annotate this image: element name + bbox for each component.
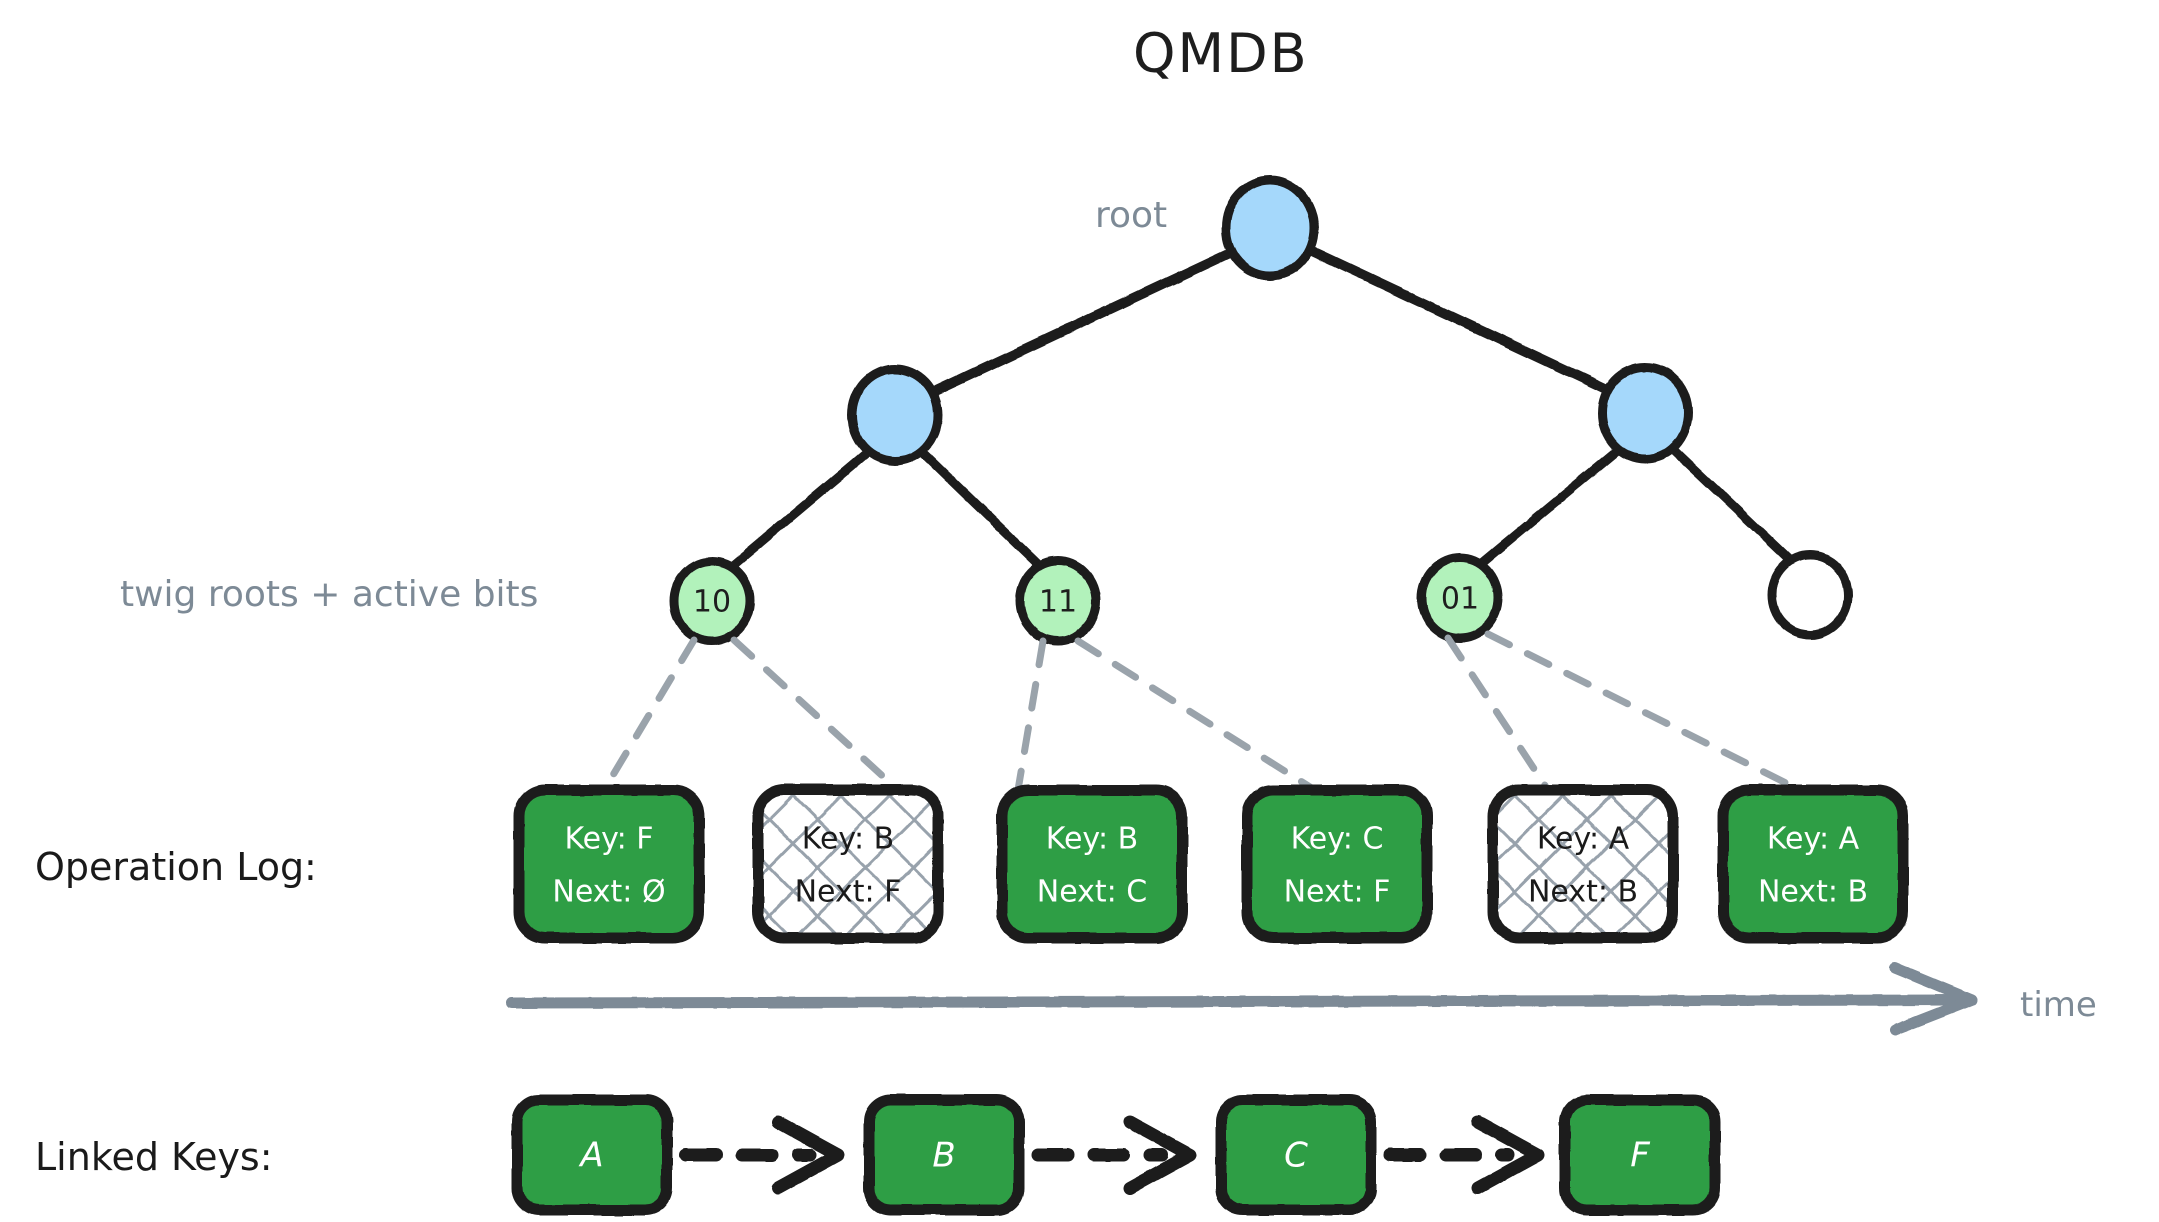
operation-log-label: Operation Log: [35, 845, 317, 889]
entry-3-box [1241, 784, 1433, 944]
linked-keys-row: A B C [511, 1094, 1721, 1216]
operation-log-entry-1[interactable]: Key: B Next: F [752, 784, 944, 944]
linked-key-arrow-b-c [1031, 1115, 1197, 1195]
twig-node-10[interactable]: 10 [669, 556, 755, 646]
edge-internal-right-to-twig-01 [1473, 445, 1623, 571]
entry-0-key: Key: F [564, 822, 653, 857]
twig-to-log-connectors [600, 630, 1804, 796]
page-title: QMDB [1133, 22, 1309, 85]
edge-root-to-internal-right [1305, 245, 1613, 395]
linked-key-f-label: F [1630, 1136, 1650, 1176]
linked-key-node-c[interactable]: C [1215, 1094, 1377, 1216]
twig-node-11[interactable]: 11 [1015, 556, 1101, 646]
twig-10-label: 10 [693, 585, 731, 620]
arrow-a-b-head-icon [771, 1115, 845, 1195]
linked-key-f-box [1559, 1094, 1721, 1216]
edge-root-to-internal-left [928, 247, 1237, 397]
linked-key-node-b[interactable]: B [863, 1094, 1025, 1216]
twig-10-shape [669, 556, 755, 646]
tree-nodes: 10 11 01 [669, 175, 1853, 646]
linked-key-c-box [1215, 1094, 1377, 1216]
entry-2-next: Next: C [1037, 875, 1147, 910]
root-label: root [1095, 195, 1168, 236]
linked-key-b-box [863, 1094, 1025, 1216]
entry-5-key: Key: A [1767, 822, 1860, 857]
internal-left-node-shape [847, 364, 943, 466]
tree-node-internal-left[interactable] [847, 364, 943, 466]
operation-log-entries: Key: F Next: Ø Key: B Next: F Key: B Nex… [513, 784, 1909, 944]
operation-log-entry-2[interactable]: Key: B Next: C [996, 784, 1188, 944]
entry-3-next: Next: F [1284, 875, 1391, 910]
entry-2-key: Key: B [1046, 822, 1138, 857]
connector-twig01-entry5 [1484, 630, 1804, 794]
operation-log-entry-5[interactable]: Key: A Next: B [1717, 784, 1909, 944]
internal-right-node-shape [1597, 362, 1693, 464]
entry-1-next: Next: F [795, 875, 902, 910]
time-axis [506, 962, 1978, 1036]
entry-3-key: Key: C [1291, 822, 1384, 857]
linked-key-arrow-a-b [679, 1115, 845, 1195]
entry-4-box [1487, 784, 1679, 944]
linked-key-node-a[interactable]: A [511, 1094, 673, 1216]
time-axis-arrowhead-icon [1889, 962, 1978, 1036]
linked-key-node-f[interactable]: F [1559, 1094, 1721, 1216]
time-axis-label: time [2020, 985, 2097, 1025]
twig-11-shape [1015, 556, 1101, 646]
entry-0-next: Next: Ø [552, 875, 665, 910]
linked-key-c-label: C [1284, 1136, 1308, 1176]
connector-twig11-entry3 [1074, 637, 1322, 796]
twig-node-empty[interactable] [1767, 550, 1853, 640]
twig-empty-shape [1767, 550, 1853, 640]
operation-log-entry-0[interactable]: Key: F Next: Ø [513, 784, 705, 944]
linked-key-arrow-c-f [1383, 1115, 1545, 1195]
entry-5-next: Next: B [1758, 875, 1868, 910]
edge-internal-right-to-twig-empty [1667, 443, 1797, 567]
arrow-b-c-head-icon [1123, 1115, 1197, 1195]
entry-5-box [1717, 784, 1909, 944]
time-axis-line [506, 994, 1971, 1009]
twig-11-label: 11 [1039, 585, 1077, 620]
connector-twig11-entry2 [1014, 637, 1047, 794]
edge-internal-left-to-twig-11 [917, 447, 1047, 573]
twig-01-label: 01 [1441, 582, 1479, 617]
edge-internal-left-to-twig-10 [725, 447, 873, 573]
twig-node-01[interactable]: 01 [1417, 553, 1503, 643]
linked-key-b-label: B [932, 1136, 955, 1176]
tree-node-root[interactable] [1221, 175, 1319, 281]
entry-4-next: Next: B [1528, 875, 1638, 910]
connector-twig01-entry4 [1444, 634, 1552, 794]
linked-key-a-label: A [578, 1136, 603, 1176]
linked-key-a-box [511, 1094, 673, 1216]
twig-01-shape [1417, 553, 1503, 643]
linked-keys-label: Linked Keys: [35, 1135, 273, 1179]
entry-1-box [752, 784, 944, 944]
connector-twig10-entry1 [730, 636, 904, 796]
tree-node-internal-right[interactable] [1597, 362, 1693, 464]
operation-log-entry-3[interactable]: Key: C Next: F [1241, 784, 1433, 944]
operation-log-entry-4[interactable]: Key: A Next: B [1487, 784, 1679, 944]
arrow-c-f-head-icon [1471, 1115, 1545, 1195]
connector-twig10-entry0 [600, 636, 698, 794]
twig-roots-label: twig roots + active bits [120, 574, 539, 615]
tree-edges [725, 245, 1797, 573]
entry-2-box [996, 784, 1188, 944]
root-node-shape [1221, 175, 1319, 281]
entry-0-box [513, 784, 705, 944]
entry-1-key: Key: B [802, 822, 894, 857]
entry-4-key: Key: A [1537, 822, 1630, 857]
